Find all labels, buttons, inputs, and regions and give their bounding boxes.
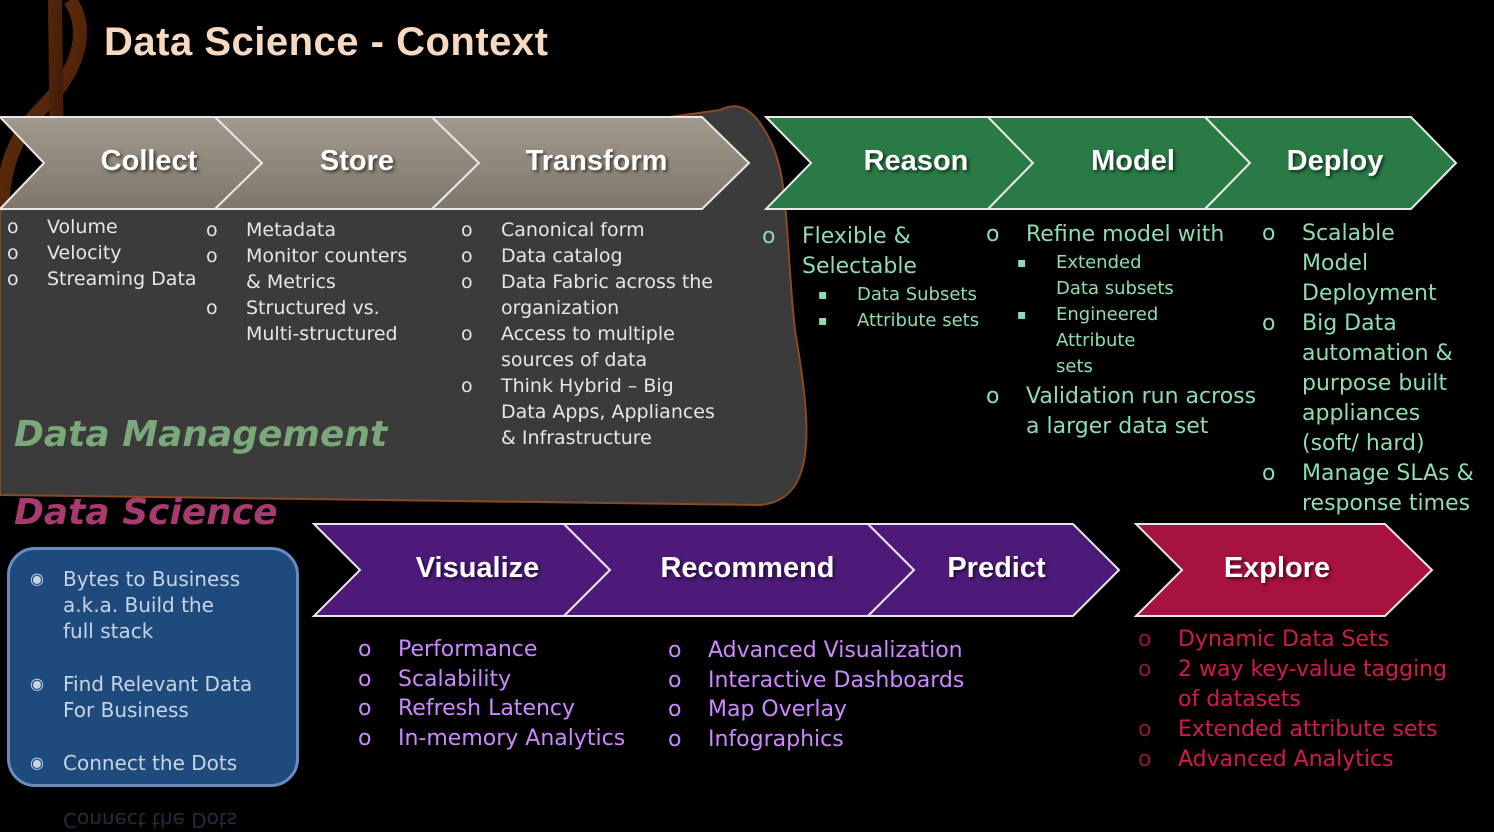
list-item: Advanced Analytics [1138,745,1458,775]
list-item: Manage SLAs & response times [1262,459,1474,519]
list-item: Flexible & Selectable Data Subsets Attri… [762,222,1022,334]
list-item: Extended attribute sets [1138,715,1458,745]
list-item: Monitor counters & Metrics [206,243,426,295]
list-item: Find Relevant Data For Business [30,671,253,723]
deploy-list: Scalable Model Deployment Big Data autom… [1262,219,1477,519]
sub-list-item: Engineered Attribute sets [1001,302,1176,380]
list-item: Bytes to Business a.k.a. Build the full … [30,566,248,644]
summary-reflection: Connect the Dots [63,808,238,832]
sub-list-item: Extended Data subsets [1001,250,1176,302]
visualize-label: Visualize [415,552,540,584]
list-item: Canonical form [461,217,731,243]
store-list: Metadata Monitor counters & Metrics Stru… [206,217,446,347]
list-item: Think Hybrid – Big Data Apps, Appliances… [461,373,723,451]
grey-chevrons [0,116,751,210]
list-item: Interactive Dashboards [668,666,968,696]
transform-label: Transform [525,145,668,177]
list-item: Refresh Latency [358,694,628,724]
list-item: Refine model with Extended Data subsets … [986,220,1261,380]
visualize-list: Performance Scalability Refresh Latency … [358,635,628,753]
explore-label: Explore [1223,552,1331,584]
store-label: Store [319,145,395,177]
list-item: Infographics [668,725,968,755]
transform-chevron [429,116,751,210]
page-title: Data Science - Context [104,20,549,64]
recommend-label: Recommend [660,552,835,584]
list-item: Validation run across a larger data set [986,382,1261,442]
purple-chevrons [311,523,1121,617]
list-item: Access to multiple sources of data [461,321,691,373]
list-item: Velocity [7,240,207,266]
collect-label: Collect [100,145,198,177]
model-item-label: Refine model with [1026,222,1225,247]
list-item: Streaming Data [7,266,207,292]
reason-list: Flexible & Selectable Data Subsets Attri… [762,222,1022,334]
list-item: Data catalog [461,243,731,269]
list-item: Data Fabric across the organization [461,269,716,321]
list-item: Volume [7,214,207,240]
summary-list: Bytes to Business a.k.a. Build the full … [30,566,280,803]
collect-list: Volume Velocity Streaming Data [7,214,207,292]
reason-item-label: Flexible & Selectable [802,224,917,279]
reason-label: Reason [863,145,969,177]
deploy-label: Deploy [1286,145,1384,177]
list-item: Dynamic Data Sets [1138,625,1458,655]
recommend-list: Advanced Visualization Interactive Dashb… [668,636,968,754]
explore-list: Dynamic Data Sets 2 way key-value taggin… [1138,625,1458,775]
green-chevrons [763,116,1458,210]
sub-list-item: Attribute sets [802,308,1022,334]
model-label: Model [1091,145,1175,177]
list-item: Advanced Visualization [668,636,968,666]
list-item: Performance [358,635,628,665]
list-item: In-memory Analytics [358,724,628,754]
data-science-label: Data Science [14,492,278,533]
model-list: Refine model with Extended Data subsets … [986,220,1261,442]
predict-label: Predict [947,552,1046,584]
list-item: Scalability [358,665,628,695]
data-management-label: Data Management [14,414,388,455]
list-item: Metadata [206,217,446,243]
deploy-chevron [1202,116,1458,210]
list-item: Map Overlay [668,695,968,725]
predict-chevron [865,523,1121,617]
list-item: Scalable Model Deployment [1262,219,1462,309]
explore-chevron [1133,523,1434,617]
list-item: Structured vs. Multi-structured [206,295,436,347]
list-item: Connect the Dots [30,750,280,776]
list-item: Big Data automation & purpose built appl… [1262,309,1474,459]
list-item: 2 way key-value tagging of datasets [1138,655,1468,715]
sub-list-item: Data Subsets [802,282,1022,308]
transform-list: Canonical form Data catalog Data Fabric … [461,217,731,451]
